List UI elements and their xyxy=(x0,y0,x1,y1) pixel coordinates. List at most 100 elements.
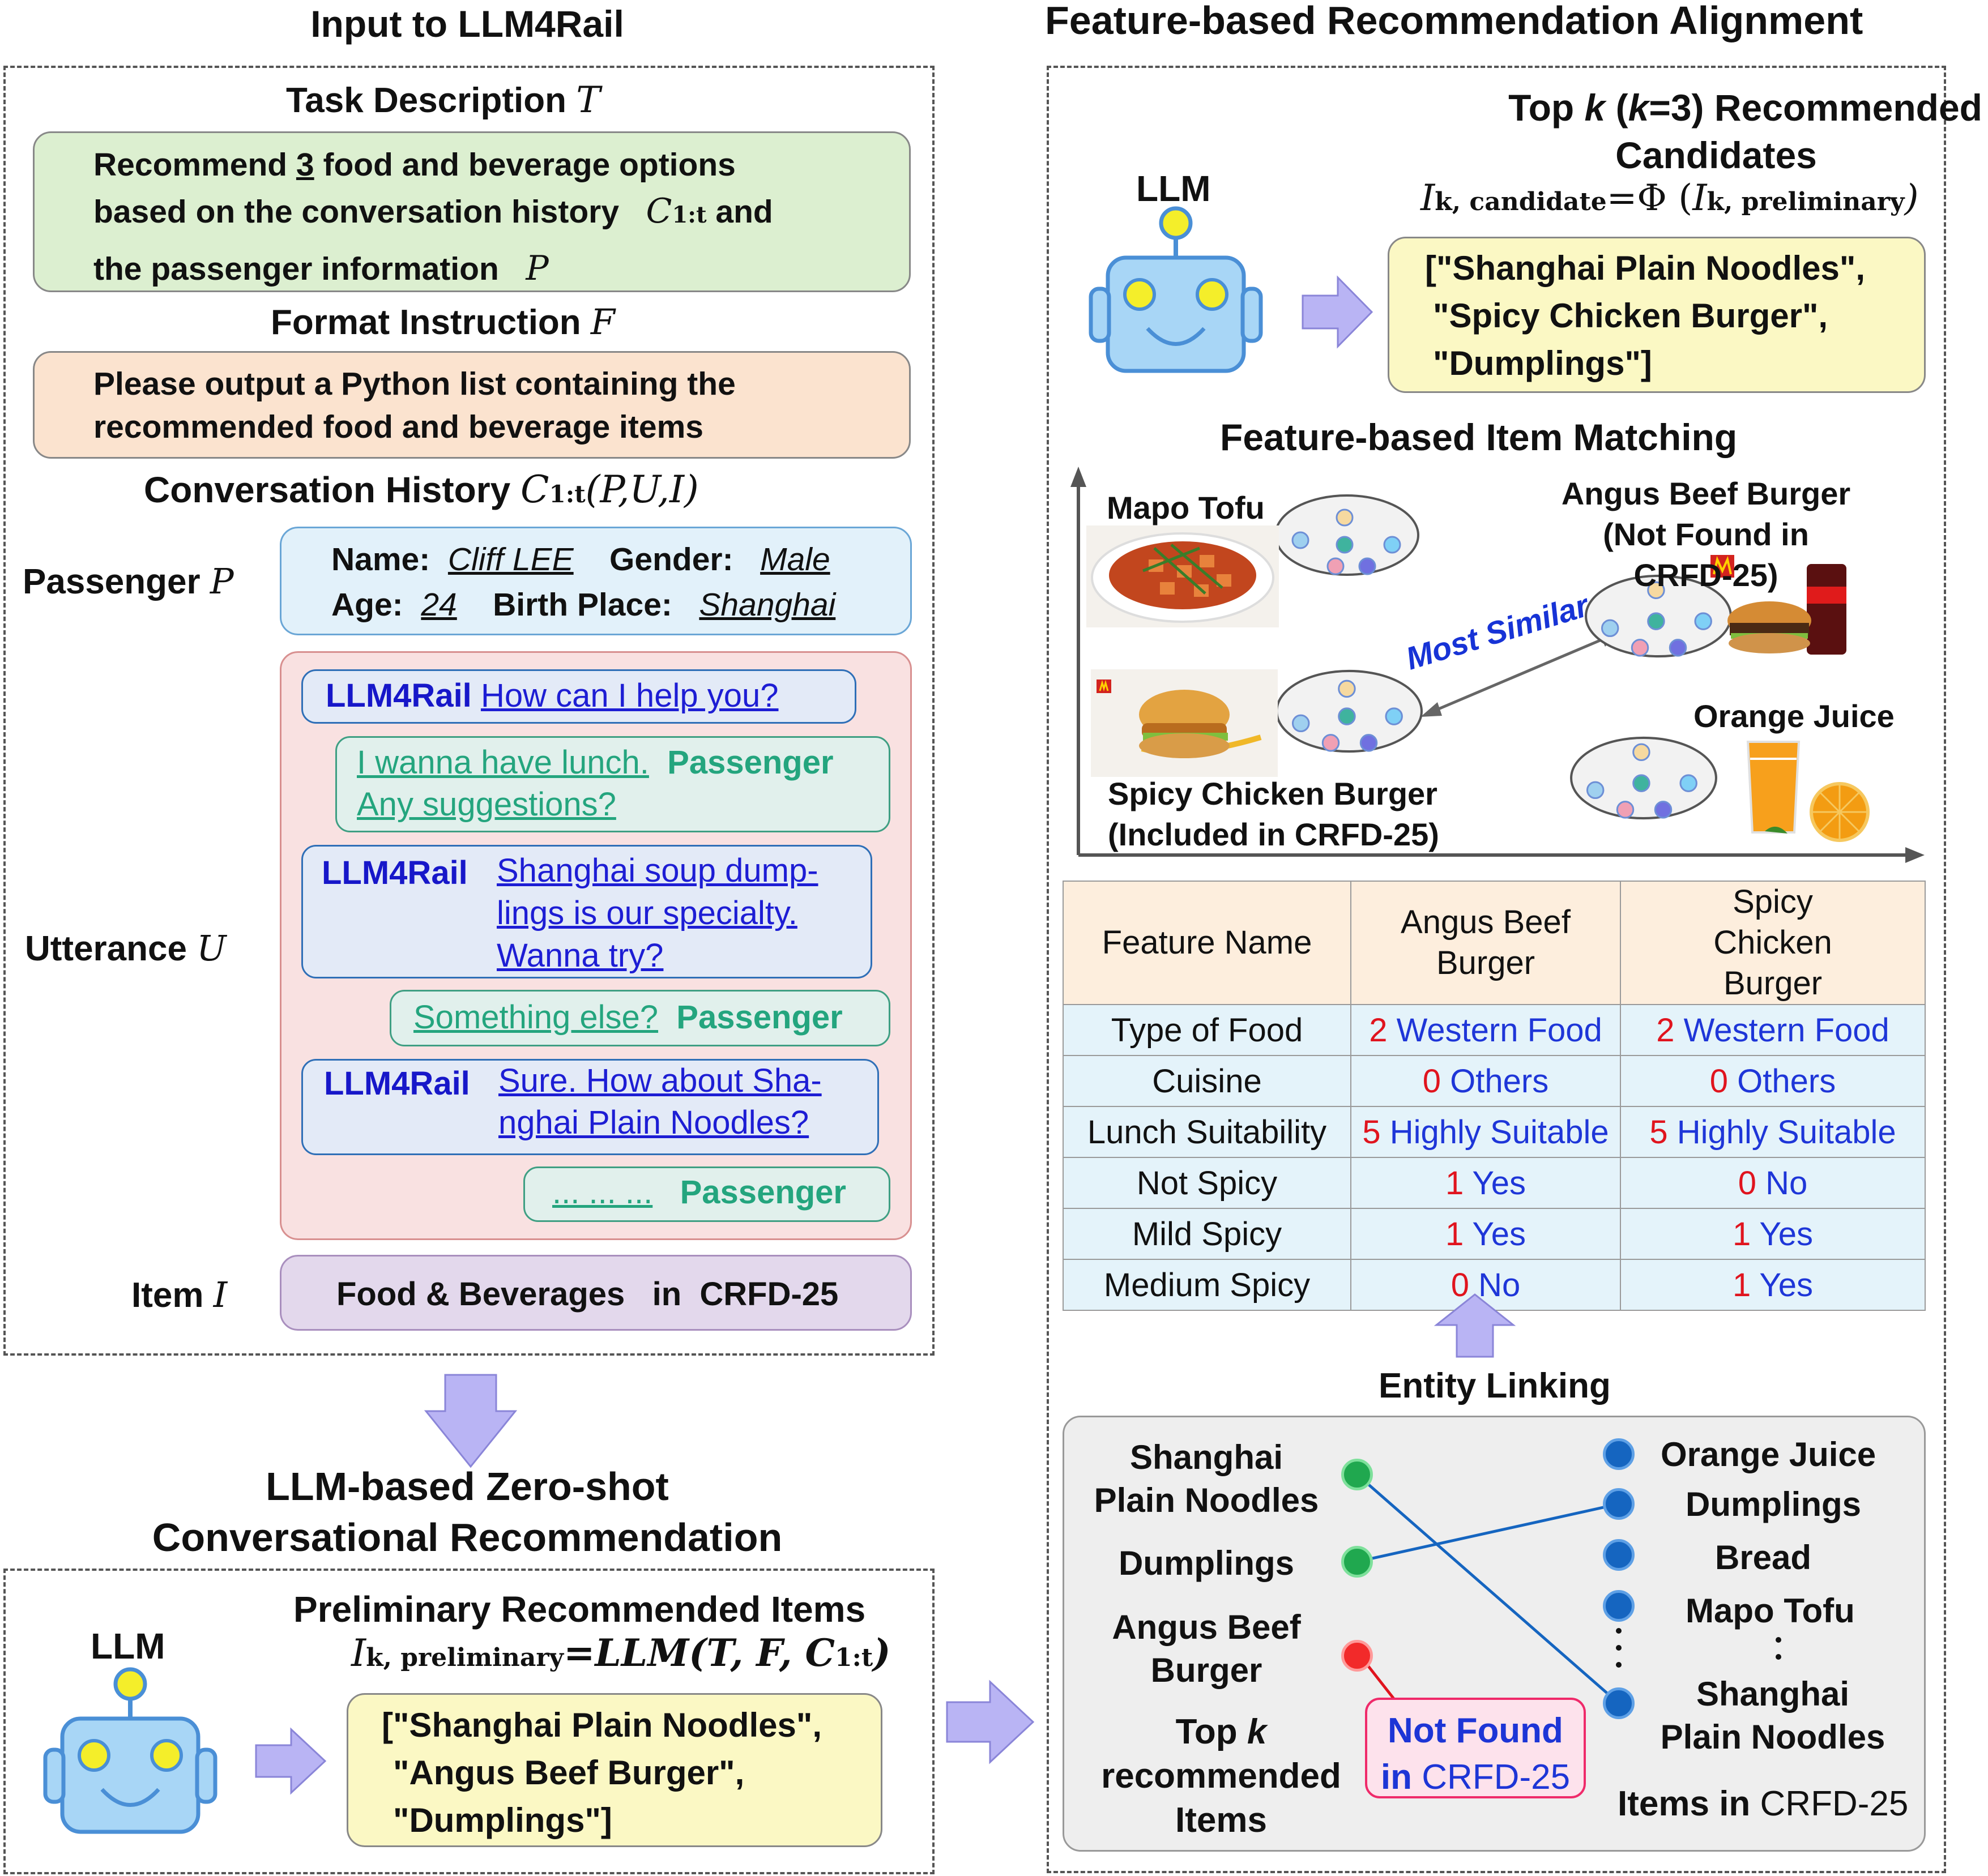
robot-icon xyxy=(1089,206,1263,373)
el-right-orange-juice: Orange Juice xyxy=(1661,1435,1876,1473)
el-right-mapo-tofu: Mapo Tofu xyxy=(1686,1592,1855,1630)
node-dumplings-right xyxy=(1603,1488,1635,1520)
chat-bubble-passenger-3 xyxy=(523,1166,890,1222)
table-header-cell: Angus Beef Burger xyxy=(1350,881,1621,1005)
node-shanghai-noodles-right xyxy=(1603,1687,1635,1719)
spicy-chicken-label: Spicy Chicken Burger (Included in CRFD-2… xyxy=(1108,776,1439,852)
chat-tag-llm-2: LLM4Rail xyxy=(322,854,468,891)
node-dumplings-left xyxy=(1341,1546,1373,1578)
feature-value-cell: 2 Western Food xyxy=(1620,1004,1926,1056)
candidate-list-box xyxy=(1388,237,1926,393)
orange-juice-label: Orange Juice xyxy=(1693,698,1895,734)
food-photo-icon xyxy=(1091,669,1278,777)
feature-name-cell: Lunch Suitability xyxy=(1063,1106,1351,1158)
entity-links xyxy=(1356,1473,1781,1704)
llm-label-left: LLM xyxy=(91,1626,165,1666)
passenger-label: Passenger P xyxy=(23,561,234,602)
right-arrow-icon xyxy=(255,1727,327,1795)
angus-beef-label: Angus Beef Burger (Not Found in CRFD-25) xyxy=(1561,476,1851,593)
table-header-cell: Feature Name xyxy=(1063,881,1351,1005)
feature-value-cell: 2 Western Food xyxy=(1350,1004,1621,1056)
feature-value-cell: 1 Yes xyxy=(1620,1259,1926,1311)
chat-message-6: ... ... ... Passenger xyxy=(552,1174,847,1211)
right-arrow-icon xyxy=(1302,275,1373,349)
zero-shot-dashed-box xyxy=(3,1569,935,1874)
format-instruction-text: Please output a Python list containing t… xyxy=(93,366,736,445)
node-shanghai-noodles-left xyxy=(1341,1459,1373,1490)
item-label: Item I xyxy=(131,1274,228,1315)
format-instruction-label: Format Instruction F xyxy=(271,301,615,343)
food-photo-icon xyxy=(1710,555,1846,655)
feature-cluster-icon xyxy=(1275,669,1423,753)
robot-icon xyxy=(43,1667,217,1834)
feature-value-cell: 1 Yes xyxy=(1350,1208,1621,1260)
task-description-text: Recommend 3 food and beverage options ba… xyxy=(93,147,773,288)
food-photo-icon xyxy=(1086,525,1279,627)
feature-name-cell: Medium Spicy xyxy=(1063,1259,1351,1311)
chat-message-1: LLM4Rail How can I help you? xyxy=(326,677,779,714)
feature-cluster-icon xyxy=(1585,574,1732,658)
chat-message-2: I wanna have lunch. Passenger Any sugges… xyxy=(357,744,834,823)
preliminary-list: ["Shanghai Plain Noodles", "Angus Beef B… xyxy=(382,1706,822,1839)
node-orange-juice xyxy=(1603,1438,1635,1470)
el-right-dumplings: Dumplings xyxy=(1686,1485,1861,1523)
zero-shot-title: LLM-based Zero-shot Conversational Recom… xyxy=(152,1464,783,1559)
feature-cluster-icon xyxy=(1274,494,1419,576)
left-title: Input to LLM4Rail xyxy=(310,3,624,45)
task-description-label: Task Description T xyxy=(286,79,600,121)
node-mapo-tofu xyxy=(1603,1590,1635,1622)
item-text: Food & Beverages in CRFD-25 xyxy=(336,1276,839,1313)
table-row: Cuisine 0 Others 0 Others xyxy=(1063,1055,1926,1107)
chat-bubble-llm-2 xyxy=(301,845,872,978)
table-row: Lunch Suitability 5 Highly Suitable 5 Hi… xyxy=(1063,1106,1926,1158)
top-k-title: Top k (k=3) Recommended Candidates xyxy=(1508,87,1982,176)
mapo-tofu-label: Mapo Tofu xyxy=(1107,490,1265,525)
conversation-history-label: Conversation History C1:t(P,U,I) xyxy=(144,468,699,511)
feature-value-cell: 1 Yes xyxy=(1620,1208,1926,1260)
llm-label-right: LLM xyxy=(1136,168,1211,209)
table-row: Mild Spicy 1 Yes 1 Yes xyxy=(1063,1208,1926,1260)
feature-name-cell: Cuisine xyxy=(1063,1055,1351,1107)
passenger-info: Name: Cliff LEE Gender: Male Age: 24 Bir… xyxy=(331,541,836,623)
table-header-row: Feature Name Angus Beef Burger Spicy Chi… xyxy=(1063,881,1926,1005)
feature-name-cell: Not Spicy xyxy=(1063,1157,1351,1209)
feature-value-cell: 1 Yes xyxy=(1350,1157,1621,1209)
chat-bubble-llm-3 xyxy=(301,1059,879,1155)
up-arrow-icon xyxy=(1434,1293,1516,1358)
el-left-dumplings: Dumplings xyxy=(1119,1544,1294,1582)
item-box xyxy=(280,1255,912,1331)
feature-space-plot xyxy=(1070,467,1925,863)
chat-message-5: Sure. How about Sha- nghai Plain Noodles… xyxy=(498,1062,822,1141)
chat-bubble-llm-1 xyxy=(301,669,856,724)
el-right-items-label: Items in CRFD-25 xyxy=(1618,1784,1909,1823)
table-header-cell: Spicy Chicken Burger xyxy=(1620,881,1926,1005)
feature-value-cell: 5 Highly Suitable xyxy=(1620,1106,1926,1158)
table-row: Not Spicy 1 Yes 0 No xyxy=(1063,1157,1926,1209)
not-found-text: Not Found in CRFD-25 xyxy=(1380,1711,1571,1797)
task-description-box xyxy=(33,131,911,292)
food-photo-icon xyxy=(1746,741,1870,842)
chat-message-3: Shanghai soup dump- lings is our special… xyxy=(497,852,818,974)
not-found-callout xyxy=(1365,1698,1586,1798)
item-matching-title: Feature-based Item Matching xyxy=(1220,416,1738,458)
el-right-bread: Bread xyxy=(1715,1539,1812,1576)
chat-message-4: Something else? Passenger xyxy=(413,999,843,1036)
el-left-angus-beef: Angus Beef Burger xyxy=(1112,1608,1301,1689)
right-title: Feature-based Recommendation Alignment xyxy=(1045,0,1863,42)
utterance-label: Utterance U xyxy=(25,928,227,969)
format-instruction-box xyxy=(33,351,911,459)
alignment-dashed-box xyxy=(1047,66,1946,1873)
candidate-list: ["Shanghai Plain Noodles", "Spicy Chicke… xyxy=(1425,249,1865,382)
table-row: Medium Spicy 0 No 1 Yes xyxy=(1063,1259,1926,1311)
node-bread xyxy=(1603,1539,1635,1571)
input-dashed-box xyxy=(3,66,935,1356)
feature-value-cell: 0 No xyxy=(1620,1157,1926,1209)
el-left-top-k-items: Top k recommended Items xyxy=(1101,1712,1341,1840)
candidate-equation: Ik, candidate=Φ (Ik, preliminary) xyxy=(1420,177,1919,219)
feature-cluster-icon xyxy=(1570,736,1717,820)
feature-name-cell: Mild Spicy xyxy=(1063,1208,1351,1260)
chat-bubble-passenger-1 xyxy=(335,736,890,832)
feature-table: Feature Name Angus Beef Burger Spicy Chi… xyxy=(1063,881,1926,1311)
passenger-box xyxy=(280,527,912,635)
